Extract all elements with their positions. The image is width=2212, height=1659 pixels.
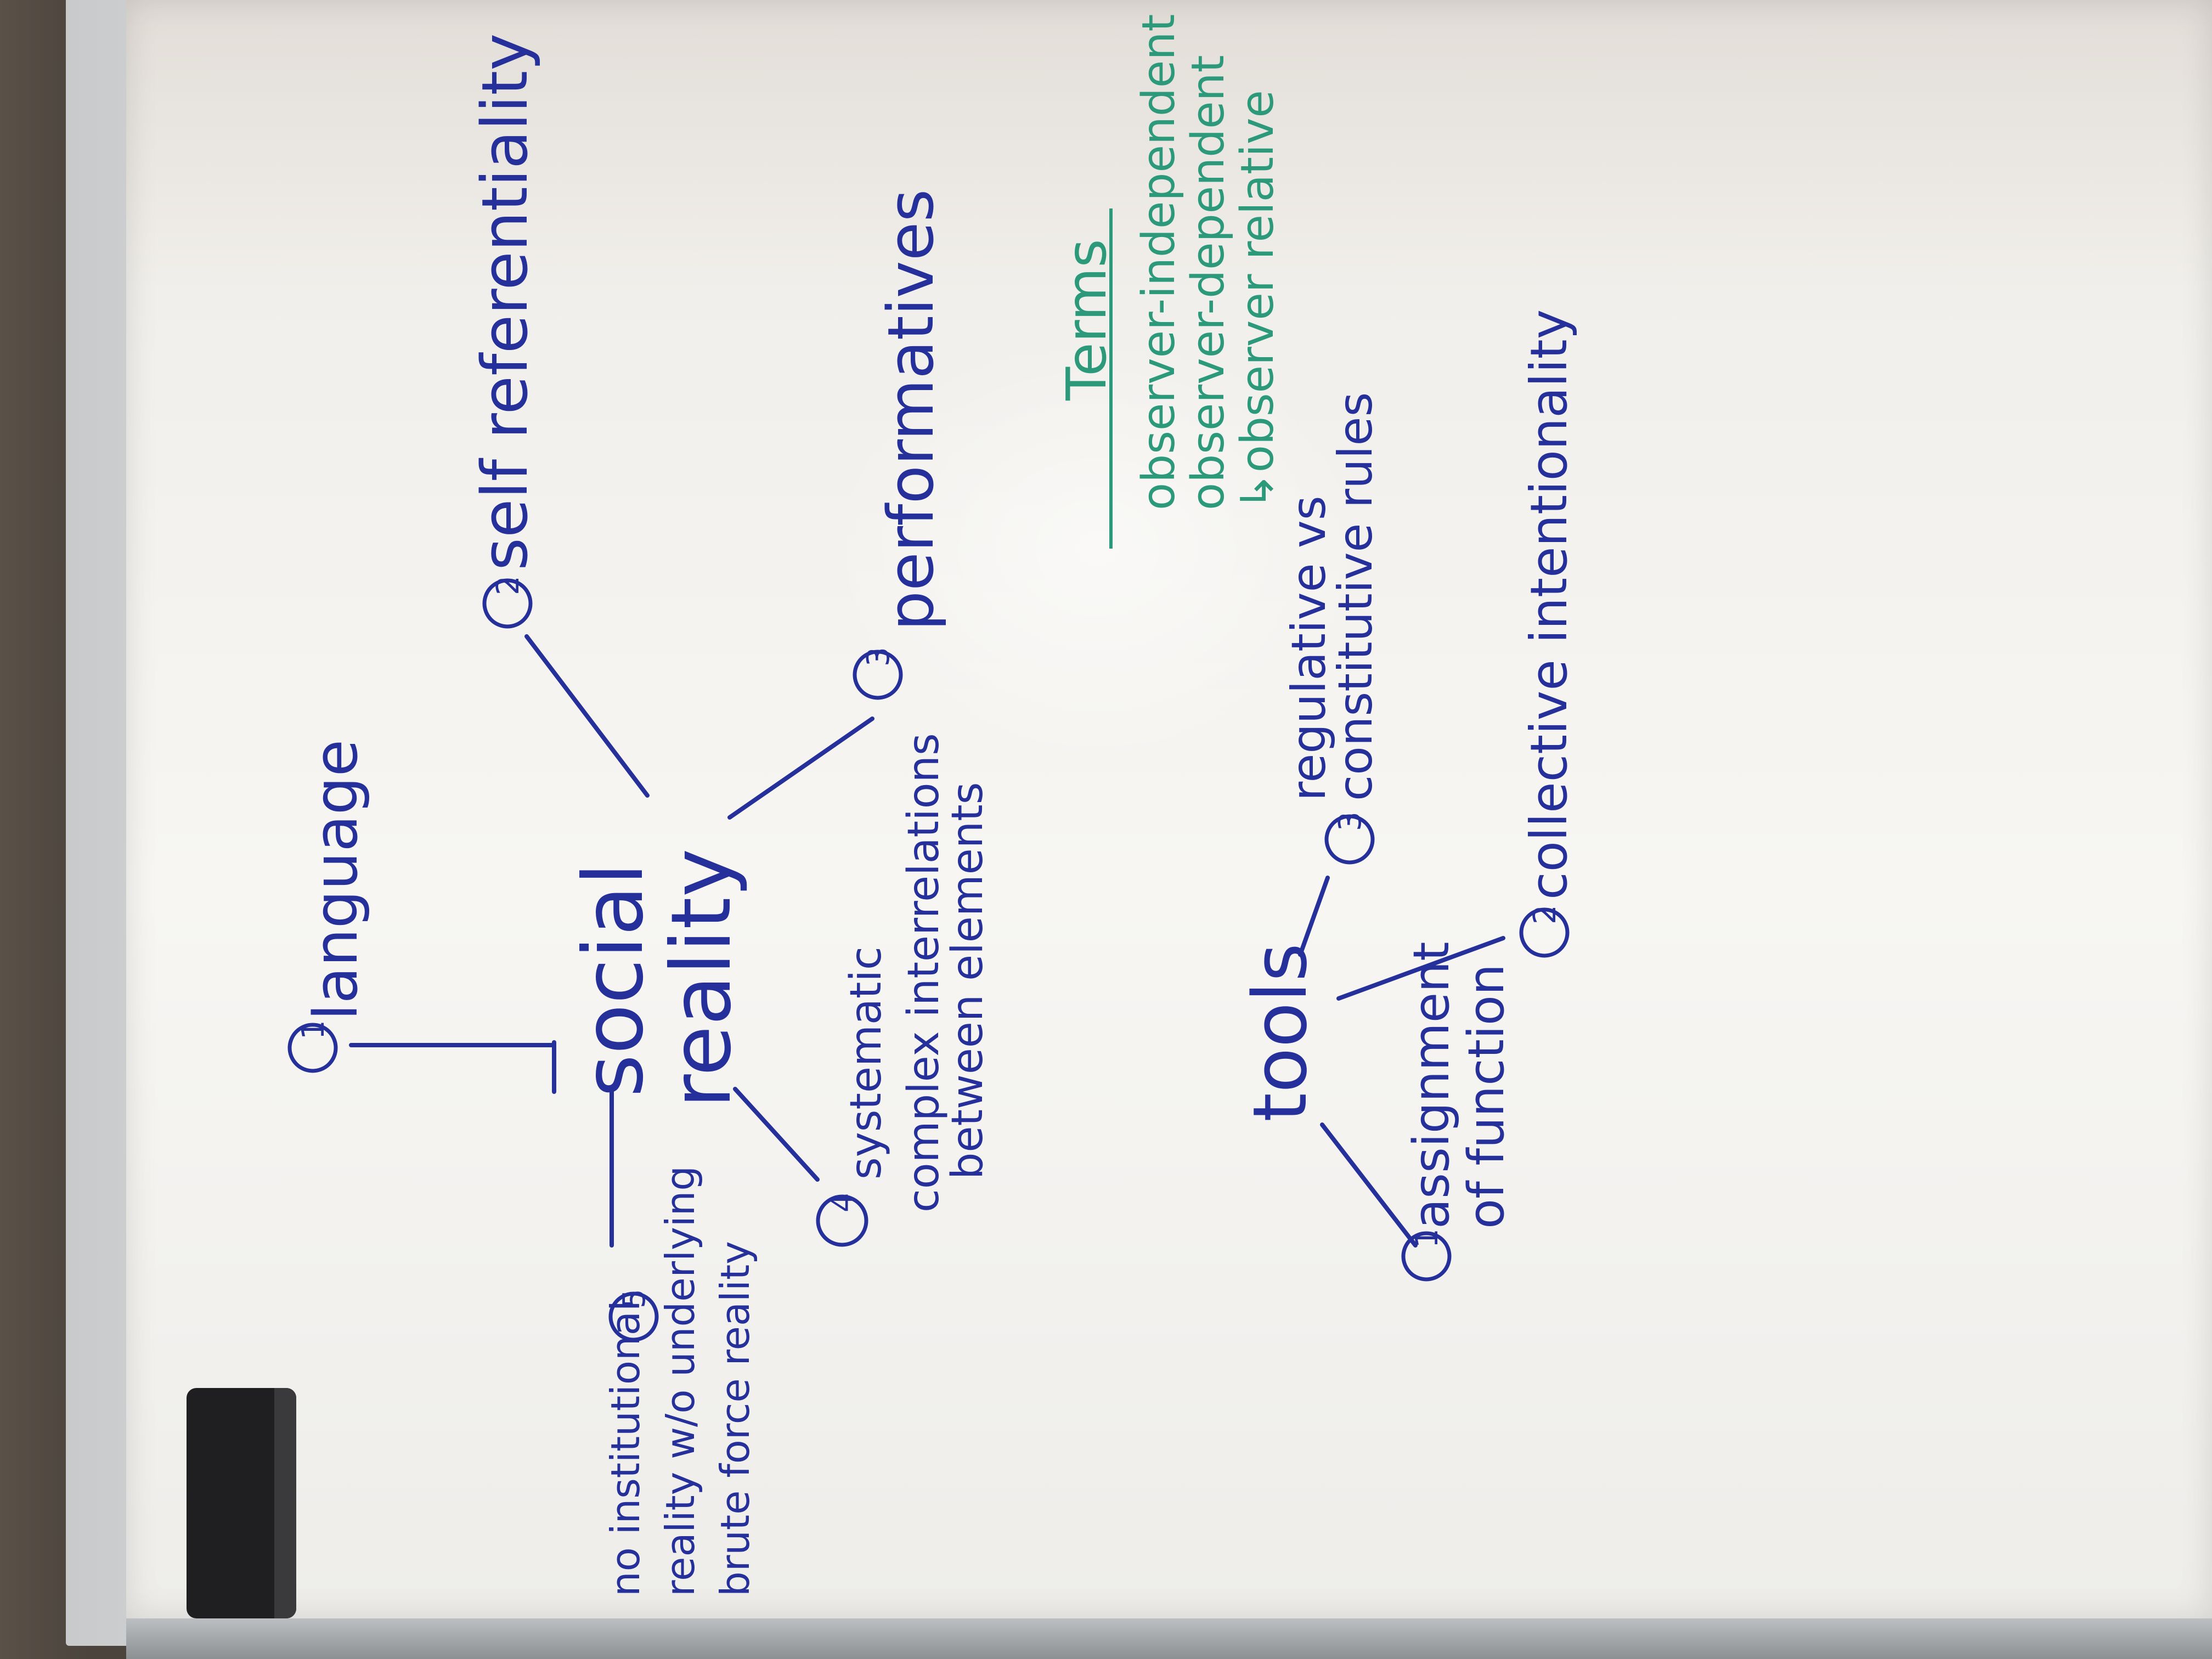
branch-4-line-2: complex interrelations [899,733,949,1212]
marker-tray [126,1618,2212,1659]
center-social: social [566,862,662,1097]
tools-2-line-1: collective intentionality [1520,309,1578,900]
window-reflection [823,329,1372,768]
number-circle-5 [608,1291,659,1342]
tools-number-circle-3 [1324,814,1375,865]
branch-3-text: performatives [874,189,948,631]
branch-2-text: self referentiality [469,33,542,571]
tools-1-line-2: of function [1458,964,1515,1229]
terms-line-1: observer-independent [1133,14,1185,510]
branch-4-line-1: systematic [842,946,891,1180]
eraser-felt [274,1388,296,1618]
terms-line-2: observer-dependent [1182,55,1234,510]
tools-number-circle-1 [1401,1231,1452,1282]
line-to-assignment [1320,1122,1418,1248]
tools-3-line-1: regulative vs [1282,495,1336,801]
tools-1-number: 1 [1409,1228,1445,1248]
line-to-performatives [727,716,874,820]
eraser [187,1388,296,1618]
tools-title: tools [1237,943,1323,1122]
number-circle-1 [287,1023,338,1073]
branch-3-number: 3 [861,647,896,667]
branch-4-line-3: between elements [943,782,992,1180]
branch-5-line-3: brute force reality [712,1241,758,1596]
mindmap-lines [349,634,1505,1248]
branch-5-line-1: no institutional [602,1300,648,1596]
branch-2-number: 2 [490,575,526,595]
line-to-systematic [733,1087,820,1182]
branch-5-line-2: reality w/o underlying [657,1166,703,1596]
center-reality: reality [654,848,749,1108]
tools-2-number: 2 [1527,905,1563,924]
terms-line-3: ↳observer relative [1232,90,1284,510]
line-to-self-ref [524,634,650,798]
line-to-collective [1336,936,1505,1001]
number-circle-4 [816,1194,868,1247]
branch-1-text: language [301,740,371,1020]
whiteboard-surface [126,0,2212,1618]
tools-number-circle-2 [1519,907,1570,958]
tools-1-line-1: assignment [1403,942,1460,1229]
branch-5-number: 5 [617,1289,652,1308]
tools-3-line-2: constitutive rules [1328,392,1383,801]
branch-1-number: 1 [296,1020,331,1040]
number-circle-2 [482,578,533,629]
tools-3-number: 3 [1333,811,1368,831]
number-circle-3 [853,650,903,700]
branch-4-number: 4 [825,1193,861,1212]
line-to-regulative [1298,876,1330,957]
terms-title: Terms [1054,239,1119,401]
